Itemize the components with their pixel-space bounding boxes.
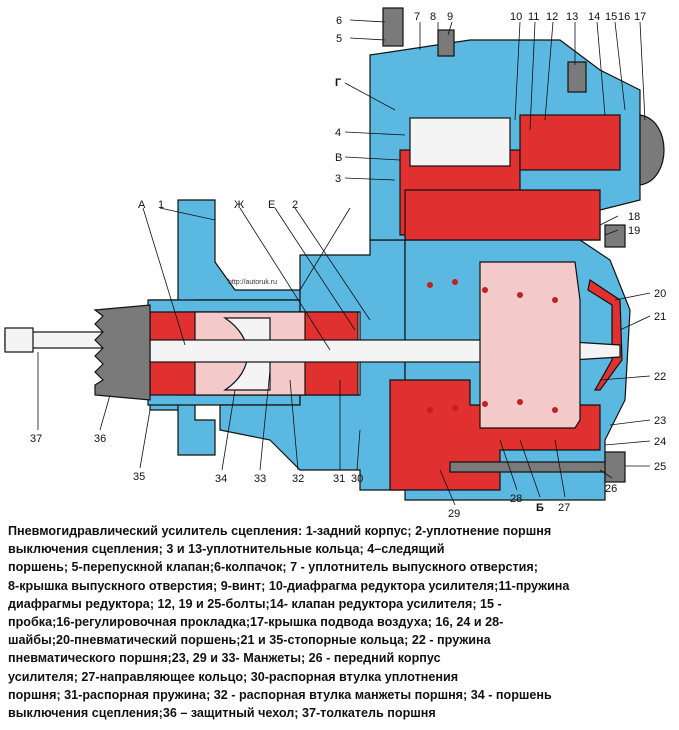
label-2: 2	[292, 199, 298, 211]
label-20: 20	[654, 288, 666, 300]
pneumatic-spring-coils	[427, 279, 558, 413]
label-32: 32	[292, 473, 304, 485]
label-e: Ж	[234, 199, 244, 211]
label-24: 24	[654, 436, 666, 448]
label-31: 31	[333, 473, 345, 485]
label-21: 21	[654, 311, 666, 323]
watermark: http://autoruk.ru	[228, 279, 277, 286]
caption-line: диафрагмы редуктора; 12, 19 и 25-болты;1…	[8, 596, 502, 611]
caption-line: поршень; 5-перепускной клапан;6-колпачок…	[8, 560, 538, 575]
label-g: Г	[335, 77, 342, 89]
caption-line: поршня; 31-распорная пружина; 32 - распо…	[8, 687, 552, 702]
caption-line: пневматического поршня;23, 29 и 33- Манж…	[8, 651, 441, 666]
label-5: 5	[336, 33, 342, 45]
pneumatic-chamber-red	[404, 189, 601, 241]
bypass-valve-cap	[382, 7, 404, 47]
valve-bore	[519, 114, 621, 171]
caption-line: пробка;16-регулировочная прокладка;17-кр…	[8, 615, 504, 630]
follower-piston	[409, 117, 511, 167]
label-7: 7	[414, 11, 420, 23]
label-37: 37	[30, 433, 42, 445]
caption-line: выключения сцепления; 3 и 13-уплотнитель…	[8, 542, 445, 557]
clutch-booster-diagram: http://autoruk.ru	[4, 7, 666, 520]
pneumatic-piston	[479, 261, 581, 429]
label-27: 27	[558, 502, 570, 514]
label-12: 12	[546, 11, 558, 23]
caption-line: выключения сцепления;36 – защитный чехол…	[8, 706, 436, 721]
label-v: В	[335, 152, 342, 164]
bolt-head-25	[604, 451, 626, 483]
label-b: Б	[536, 502, 544, 514]
label-19: 19	[628, 225, 640, 237]
caption-line: усилителя; 27-направляющее кольцо; 30-ра…	[8, 669, 459, 684]
label-3: 3	[335, 173, 341, 185]
part-labels: 6 5 7 8 9 10 11 12 13 14 15 16 17 Г 4 В …	[30, 11, 666, 520]
front-red-shell	[587, 279, 623, 391]
label-4: 4	[335, 127, 341, 139]
label-10: 10	[510, 11, 522, 23]
label-25: 25	[654, 461, 666, 473]
label-23: 23	[654, 415, 666, 427]
label-22: 22	[654, 371, 666, 383]
label-6: 6	[336, 15, 342, 27]
label-28: 28	[510, 493, 522, 505]
label-14: 14	[588, 11, 600, 23]
figure-caption: Пневмогидравлический усилитель сцепления…	[8, 522, 672, 722]
protective-boot	[93, 304, 151, 401]
leader-lines	[37, 19, 651, 506]
label-16: 16	[618, 11, 630, 23]
label-11: 11	[528, 11, 539, 23]
caption-line: шайбы;20-пневматический поршень;21 и 35-…	[8, 633, 491, 648]
label-a: А	[138, 199, 146, 211]
label-18: 18	[628, 211, 640, 223]
label-26: 26	[605, 483, 617, 495]
label-17: 17	[634, 11, 646, 23]
label-30: 30	[351, 473, 363, 485]
lower-bolt	[449, 461, 611, 473]
label-15: 15	[605, 11, 617, 23]
label-9: 9	[447, 11, 453, 23]
pushrod-end	[4, 327, 34, 353]
screw-9	[437, 29, 455, 57]
caption-line: Пневмогидравлический усилитель сцепления…	[8, 524, 552, 538]
label-35: 35	[133, 471, 145, 483]
bolt-head-19	[604, 224, 626, 248]
label-36: 36	[94, 433, 106, 445]
label-33: 33	[254, 473, 266, 485]
air-cover	[639, 114, 665, 186]
label-34: 34	[215, 473, 227, 485]
label-8: 8	[430, 11, 436, 23]
label-1: 1	[158, 199, 164, 211]
bolt-12	[567, 61, 587, 93]
label-d: Е	[268, 199, 275, 211]
caption-line: 8-крышка выпускного отверстия; 9-винт; 1…	[8, 578, 570, 593]
label-29: 29	[448, 508, 460, 520]
label-13: 13	[566, 11, 578, 23]
